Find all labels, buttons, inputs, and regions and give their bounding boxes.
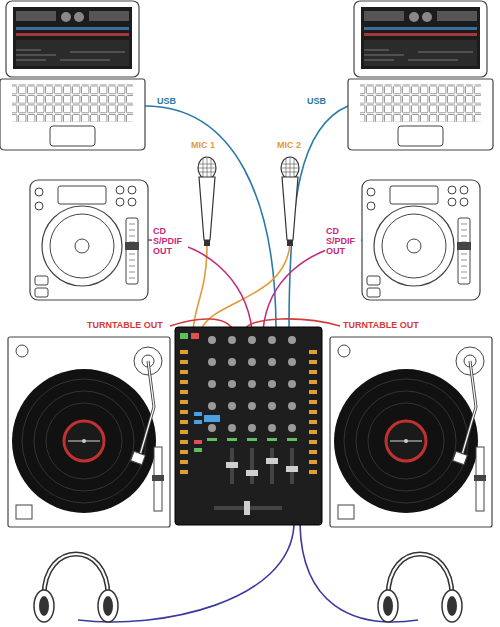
microphone [281,157,299,246]
cable-label: CD S/PDIF OUT [152,226,188,256]
cable-label: CD S/PDIF OUT [325,226,361,256]
turntable [8,337,170,527]
cable-label: MIC 2 [276,140,302,150]
turntable [330,337,492,527]
microphone [198,157,216,246]
cable-label: TURNTABLE OUT [86,320,164,330]
cd-player [30,180,148,300]
cable-label: MIC 1 [190,140,216,150]
laptop [0,1,145,150]
cable-label: USB [306,96,327,106]
cd-player [362,180,480,300]
cable-label: TURNTABLE OUT [342,320,420,330]
headphones [378,554,462,622]
headphones [34,554,118,622]
laptop [348,1,493,150]
cable-label: USB [156,96,177,106]
mixer [175,327,322,525]
